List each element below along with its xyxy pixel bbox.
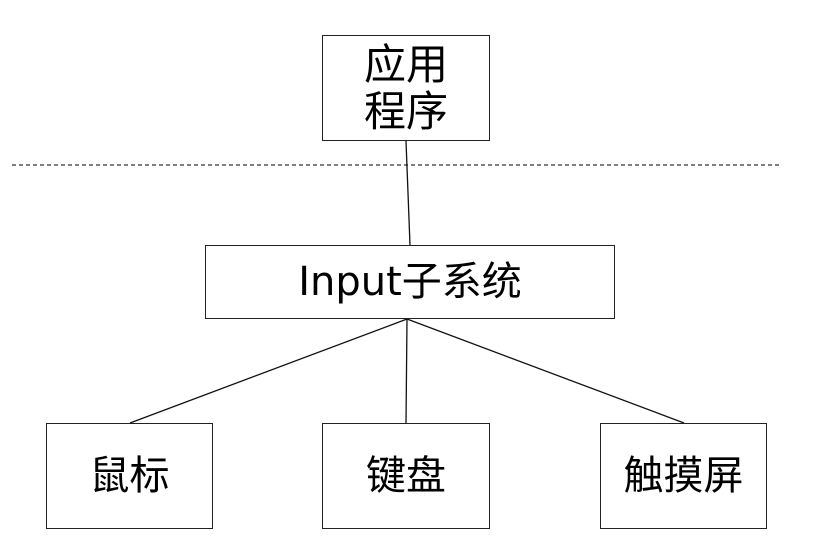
- input-subsystem-label: Input子系统: [298, 258, 522, 305]
- edge-app-to-input: [405, 140, 411, 246]
- edge-input-to-mouse: [129, 318, 408, 424]
- application-label: 应用程序: [363, 39, 448, 136]
- mouse-node: 鼠标: [46, 423, 213, 529]
- touchscreen-node: 触摸屏: [600, 423, 767, 529]
- application-node: 应用程序: [322, 35, 490, 141]
- edge-input-to-touchscreen: [406, 318, 685, 424]
- mouse-label: 鼠标: [89, 452, 170, 499]
- input-subsystem-node: Input子系统: [205, 245, 615, 319]
- touchscreen-label: 触摸屏: [623, 452, 744, 499]
- edge-input-to-keyboard: [405, 318, 408, 424]
- keyboard-label: 键盘: [366, 452, 446, 499]
- keyboard-node: 键盘: [322, 423, 490, 529]
